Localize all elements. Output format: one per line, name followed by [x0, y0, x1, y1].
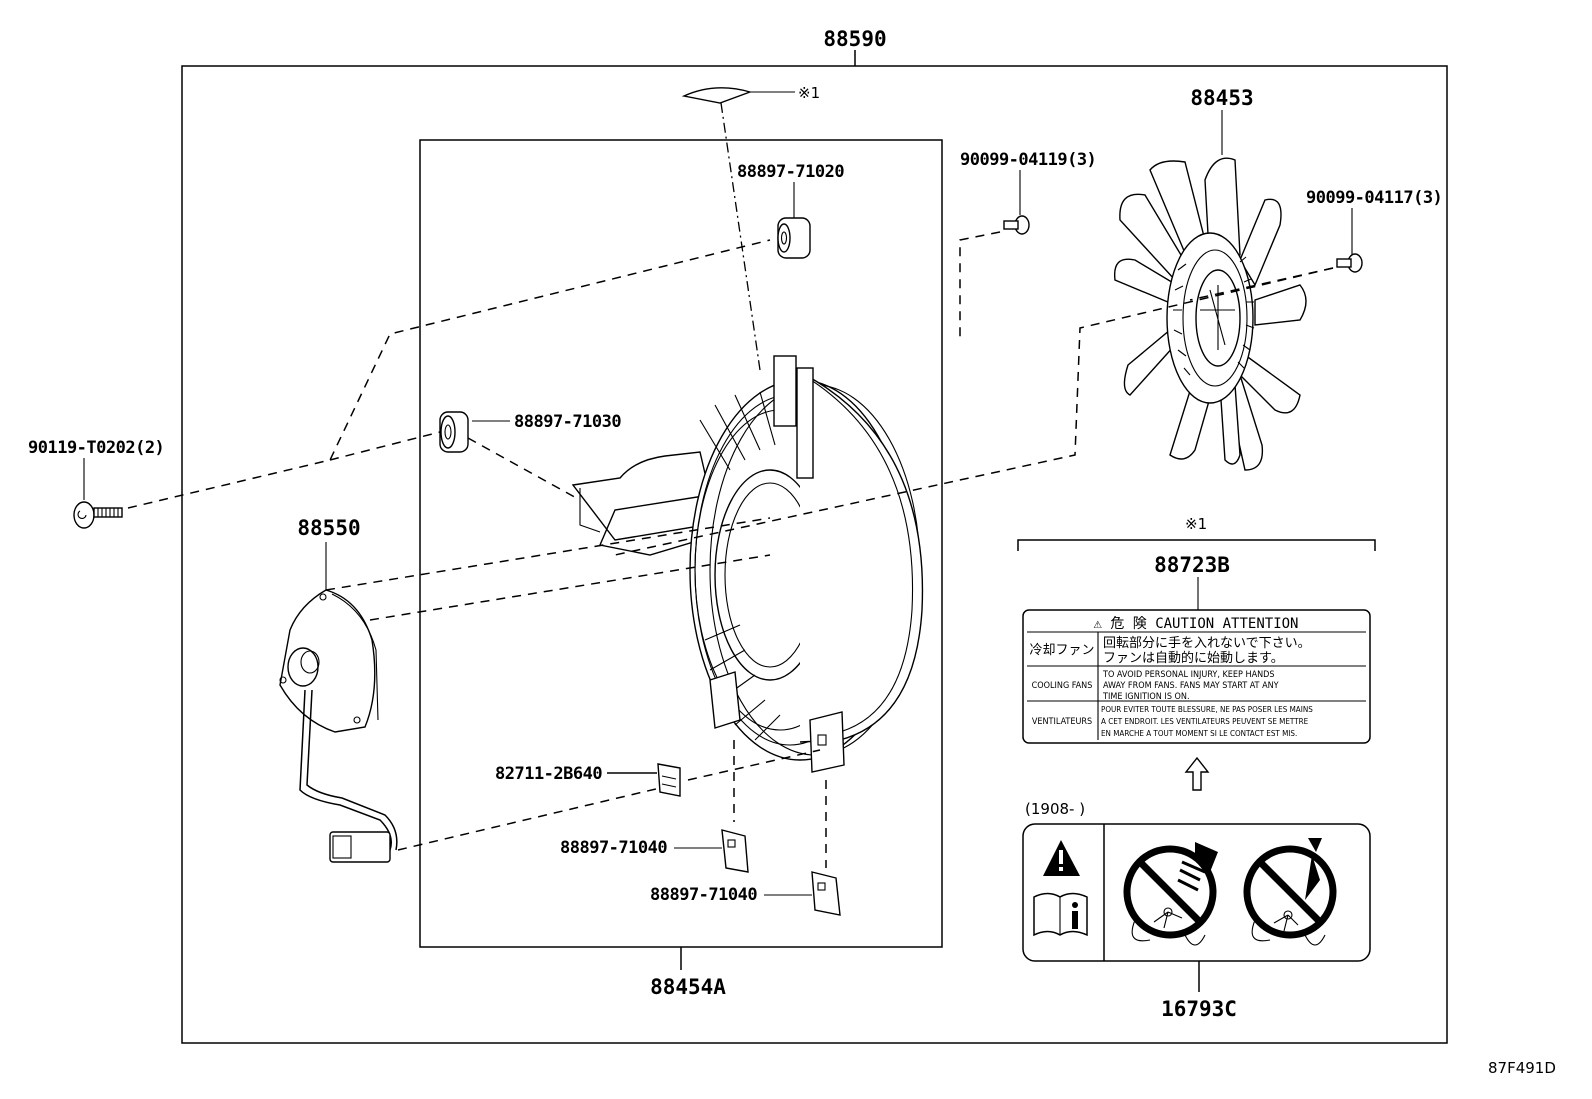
fan-motor-drawing	[279, 589, 398, 863]
label-sheet-marker	[681, 87, 795, 104]
caution-row-fr-lang: VENTILATEURS	[1032, 717, 1092, 727]
arrow-up-icon	[1184, 756, 1210, 791]
part-label-88897-71030[interactable]: 88897-71030	[514, 412, 622, 432]
cooling-fan-drawing	[1113, 157, 1307, 471]
part-label-88897-71020[interactable]: 88897-71020	[737, 162, 845, 182]
part-label-88590[interactable]: 88590	[823, 27, 886, 51]
dash-motor-top	[325, 517, 771, 591]
screw-fan-icon	[1336, 253, 1363, 273]
caution-header: ⚠ 危 険 CAUTION ATTENTION	[1093, 616, 1298, 632]
cushion-1-icon	[721, 829, 749, 873]
caution-row-jp-line1: 回転部分に手を入れないで下さい。	[1103, 636, 1311, 651]
no-tool-in-fan-icon	[1243, 838, 1337, 946]
part-label-88550[interactable]: 88550	[297, 516, 360, 540]
part-label-82711-2B640[interactable]: 82711-2B640	[495, 764, 603, 784]
part-label-88453[interactable]: 88453	[1190, 86, 1253, 110]
grommet-top-icon	[777, 217, 811, 259]
dash-bolt-to-grommet-side	[329, 431, 441, 461]
warning-date-range: (1908- )	[1025, 800, 1085, 818]
caution-row-fr-line1: POUR EVITER TOUTE BLESSURE, NE PAS POSER…	[1101, 705, 1313, 714]
dash-screw-to-shroud	[959, 231, 1001, 340]
part-label-88897-71040-b[interactable]: 88897-71040	[650, 885, 758, 905]
part-label-90099-04119[interactable]: 90099-04119(3)	[960, 150, 1097, 170]
part-label-88454A[interactable]: 88454A	[650, 975, 726, 999]
clip-icon	[657, 763, 681, 797]
part-label-90099-04117[interactable]: 90099-04117(3)	[1306, 188, 1443, 208]
part-label-90119-T0202[interactable]: 90119-T0202(2)	[28, 438, 165, 458]
caution-row-fr-line2: A CET ENDROIT. LES VENTILATEURS PEUVENT …	[1101, 717, 1309, 726]
caution-label: ⚠ 危 険 CAUTION ATTENTION 冷却ファン 回転部分に手を入れな…	[1022, 609, 1371, 744]
part-label-88723B[interactable]: 88723B	[1154, 553, 1230, 577]
caution-row-en-lang: COOLING FANS	[1032, 681, 1093, 691]
diagram-reference-code: 87F491D	[1488, 1059, 1556, 1077]
dash-fan-screw-to-shroud	[614, 267, 1334, 556]
dash-fan-screw-to-fan	[1189, 267, 1334, 301]
no-hand-in-fan-icon	[1123, 842, 1218, 946]
bolt-left-icon	[73, 501, 123, 529]
fan-shroud-drawing	[571, 355, 924, 773]
caution-row-en-line3: TIME IGNITION IS ON.	[1102, 692, 1190, 702]
note-marker-label: ※1	[1185, 515, 1207, 533]
screw-shroud-icon	[1003, 215, 1030, 235]
dash-grommet-to-shroud	[467, 437, 581, 501]
cushion-2-icon	[811, 871, 841, 916]
warning-label	[1022, 823, 1371, 962]
dash-motor-mid	[369, 554, 771, 621]
grommet-side-icon	[439, 411, 469, 453]
assembly-frame-88590	[181, 65, 1448, 1044]
caution-row-en-line1: TO AVOID PERSONAL INJURY, KEEP HANDS	[1102, 670, 1275, 680]
dash-bolt-to-grommet-top	[127, 239, 771, 509]
note-bracket	[1017, 539, 1376, 551]
caution-row-en-line2: AWAY FROM FANS. FANS MAY START AT ANY	[1103, 681, 1279, 691]
part-label-16793C[interactable]: 16793C	[1161, 997, 1237, 1021]
dash-marker-to-shroud	[720, 102, 761, 371]
warning-triangle-icon	[1043, 840, 1080, 876]
dash-connector-to-clip	[397, 749, 821, 851]
part-label-88897-71040-a[interactable]: 88897-71040	[560, 838, 668, 858]
note-marker-top: ※1	[798, 84, 820, 102]
manual-info-icon	[1033, 892, 1088, 937]
caution-row-fr-line3: EN MARCHE A TOUT MOMENT SI LE CONTACT ES…	[1101, 729, 1297, 738]
caution-row-jp-lang: 冷却ファン	[1029, 643, 1094, 658]
caution-row-jp-line2: ファンは自動的に始動します。	[1103, 650, 1284, 666]
